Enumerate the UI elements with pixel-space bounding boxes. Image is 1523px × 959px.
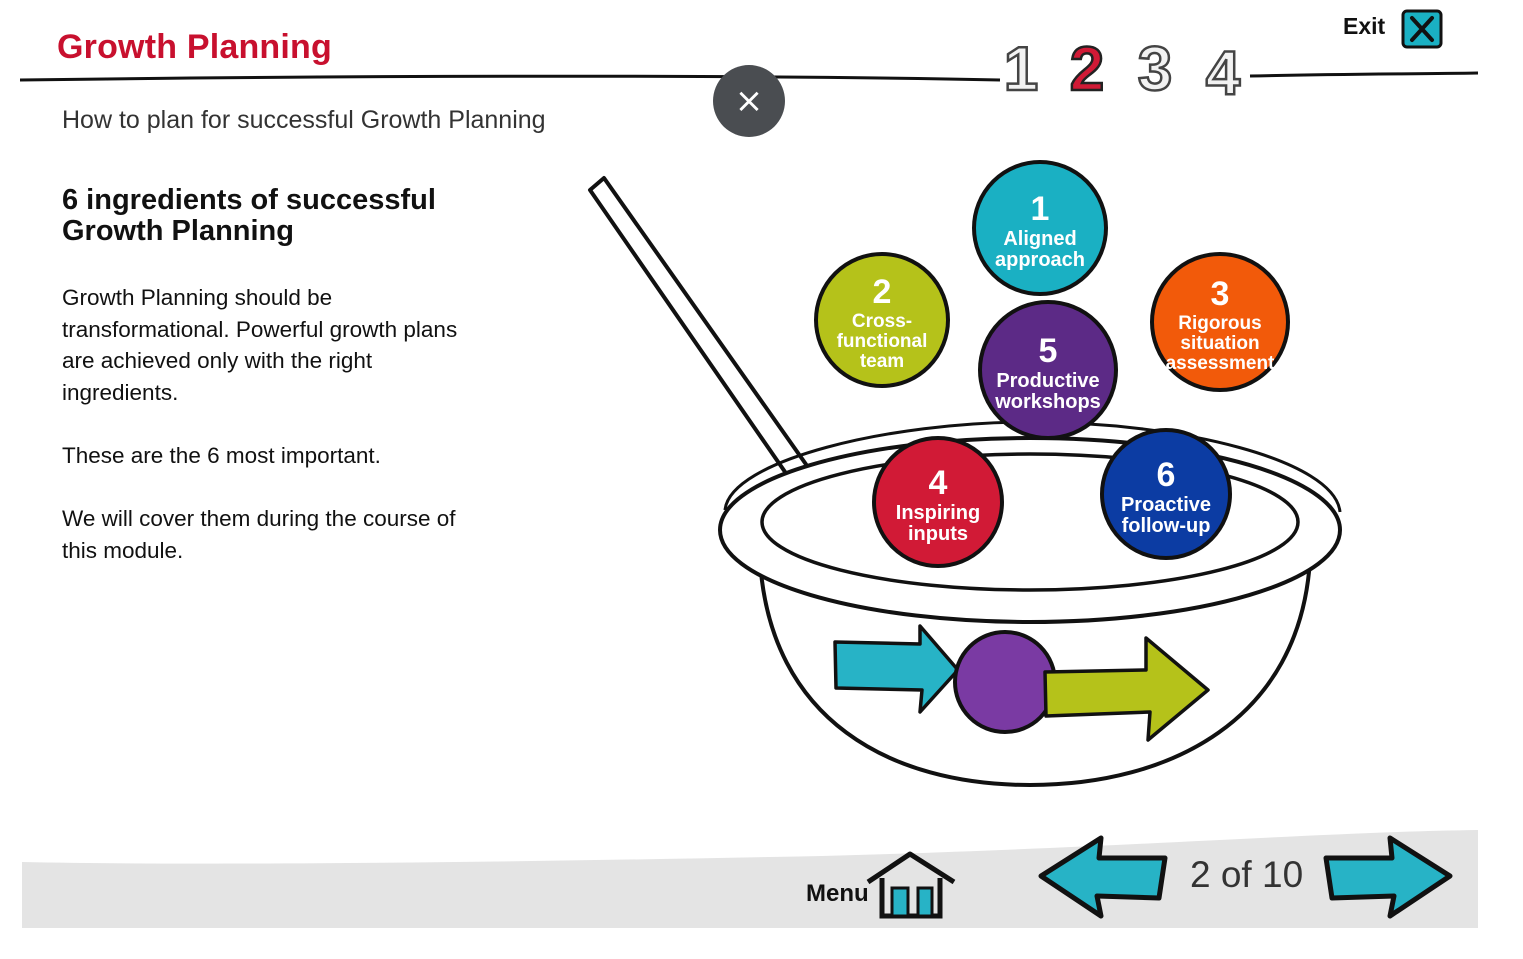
- ingredient-label-line: Inspiring: [896, 502, 980, 524]
- ingredient-disc: [1150, 252, 1290, 392]
- exit-label: Exit: [1343, 13, 1386, 39]
- ingredient-disc: [972, 160, 1108, 296]
- header-divider: [20, 71, 1479, 82]
- ingredient-label-line: workshops: [994, 391, 1101, 413]
- section-heading: 6 ingredients of successful Growth Plann…: [62, 184, 436, 247]
- ingredient-label-line: Rigorous: [1178, 313, 1261, 334]
- page-subtitle: How to plan for successful Growth Planni…: [62, 106, 546, 134]
- ingredient-label-line: approach: [995, 249, 1085, 271]
- bowl-icon: [718, 420, 1342, 788]
- ingredient-number: 6: [1157, 456, 1176, 494]
- ingredient-label-line: assessment: [1166, 353, 1275, 374]
- ingredient-label-line: inputs: [908, 523, 968, 545]
- arrow-right-icon: [1323, 835, 1453, 919]
- exit-button[interactable]: [1400, 8, 1444, 50]
- ingredients-bowl-illustration: 1Alignedapproach2Cross-functionalteam3Ri…: [588, 160, 1342, 788]
- step-indicator: 1 2 3 4: [1003, 34, 1243, 104]
- ingredient-number: 1: [1031, 190, 1050, 228]
- body-paragraph-3: We will cover them during the course of …: [62, 506, 456, 563]
- overlay-close-button[interactable]: ×: [713, 65, 785, 137]
- body-paragraph-1: Growth Planning should be transformation…: [62, 285, 458, 405]
- ingredient-label-line: Aligned: [1003, 228, 1076, 250]
- step-4[interactable]: 4: [1205, 38, 1243, 104]
- ingredient-disc: [814, 252, 950, 388]
- ingredient-disc: [978, 300, 1118, 440]
- ingredient-label-line: Cross-: [852, 311, 912, 332]
- ingredient-number: 5: [1039, 332, 1058, 370]
- close-box-icon: [1401, 9, 1443, 49]
- page-counter: 2 of 10: [1190, 854, 1304, 895]
- step-1[interactable]: 1: [1003, 34, 1040, 104]
- close-icon: ×: [734, 81, 764, 121]
- step-2-current[interactable]: 2: [1069, 34, 1106, 104]
- menu-label[interactable]: Menu: [806, 880, 869, 907]
- ingredient-label-line: situation: [1180, 333, 1259, 354]
- ingredient-disc: [1100, 428, 1232, 560]
- page-title: Growth Planning: [57, 28, 332, 66]
- ingredient-label-line: follow-up: [1122, 515, 1211, 537]
- previous-page-button[interactable]: [1035, 832, 1173, 922]
- body-paragraph-2: These are the 6 most important.: [62, 443, 381, 468]
- ingredient-label-line: team: [860, 351, 904, 372]
- step-3[interactable]: 3: [1137, 34, 1174, 104]
- next-page-button[interactable]: [1318, 832, 1456, 922]
- home-icon[interactable]: [862, 848, 958, 920]
- ingredient-disc: [872, 436, 1004, 568]
- ingredient-number: 3: [1211, 275, 1230, 313]
- ingredient-number: 2: [873, 273, 892, 311]
- footer-band: [22, 830, 1478, 928]
- ingredient-number: 4: [929, 464, 948, 502]
- ingredient-label-line: Productive: [996, 370, 1099, 392]
- ingredient-label-line: Proactive: [1121, 494, 1211, 516]
- ingredient-label-line: functional: [837, 331, 928, 352]
- arrow-left-icon: [1038, 835, 1168, 919]
